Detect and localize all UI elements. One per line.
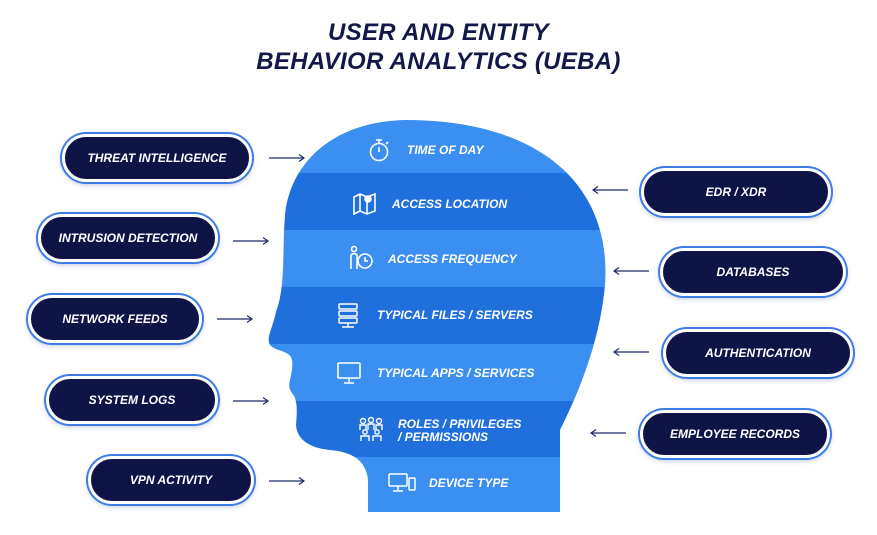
band-time-of-day: TIME OF DAY	[407, 143, 484, 157]
source-employee-records[interactable]: EMPLOYEE RECORDS	[640, 410, 830, 458]
title-line-2: BEHAVIOR ANALYTICS (UEBA)	[256, 48, 621, 75]
source-label: VPN ACTIVITY	[129, 473, 213, 487]
title-line-1: USER AND ENTITY	[328, 19, 549, 46]
person-clock-icon	[350, 245, 373, 269]
source-label: NETWORK FEEDS	[62, 312, 168, 326]
arrow-left-icon	[612, 348, 649, 356]
band-access-frequency: ACCESS FREQUENCY	[388, 252, 517, 266]
source-network-feeds[interactable]: NETWORK FEEDS	[28, 295, 202, 343]
source-label: SYSTEM LOGS	[88, 393, 176, 407]
arrow-right-icon	[269, 154, 306, 162]
arrow-left-icon	[589, 429, 626, 437]
devices-icon	[388, 473, 416, 492]
arrow-right-icon	[233, 397, 270, 405]
band-bg-3	[268, 230, 606, 287]
arrow-left-icon	[591, 186, 628, 194]
stopwatch-icon	[369, 139, 389, 162]
map-pin-icon	[353, 192, 376, 215]
source-label: EDR / XDR	[705, 185, 767, 199]
source-label: THREAT INTELLIGENCE	[87, 151, 227, 165]
arrow-left-icon	[612, 267, 649, 275]
source-label: INTRUSION DETECTION	[58, 231, 198, 245]
source-system-logs[interactable]: SYSTEM LOGS	[46, 376, 218, 424]
group-icon	[359, 416, 383, 441]
band-typical-apps-services: TYPICAL APPS / SERVICES	[377, 366, 535, 380]
band-bg-6	[268, 401, 606, 457]
band-bg-5	[268, 344, 606, 401]
source-edr-xdr[interactable]: EDR / XDR	[641, 168, 831, 216]
source-intrusion-detection[interactable]: INTRUSION DETECTION	[38, 214, 218, 262]
source-label: AUTHENTICATION	[705, 346, 811, 360]
monitor-icon	[337, 362, 361, 384]
arrow-right-icon	[233, 237, 270, 245]
band-bg-4	[268, 287, 606, 344]
source-label: EMPLOYEE RECORDS	[669, 427, 801, 441]
arrow-right-icon	[217, 315, 254, 323]
server-icon	[338, 303, 358, 328]
source-label: DATABASES	[716, 265, 790, 279]
band-device-type: DEVICE TYPE	[429, 476, 509, 490]
band-roles-privileges-permissions: ROLES / PRIVILEGES / PERMISSIONS	[398, 417, 522, 444]
arrow-right-icon	[269, 477, 306, 485]
band-bg-2	[268, 173, 606, 230]
source-vpn-activity[interactable]: VPN ACTIVITY	[88, 456, 254, 504]
band-access-location: ACCESS LOCATION	[392, 197, 508, 211]
source-threat-intelligence[interactable]: THREAT INTELLIGENCE	[62, 134, 252, 182]
band-typical-files-servers: TYPICAL FILES / SERVERS	[377, 308, 533, 322]
source-authentication[interactable]: AUTHENTICATION	[663, 329, 853, 377]
source-databases[interactable]: DATABASES	[660, 248, 846, 296]
